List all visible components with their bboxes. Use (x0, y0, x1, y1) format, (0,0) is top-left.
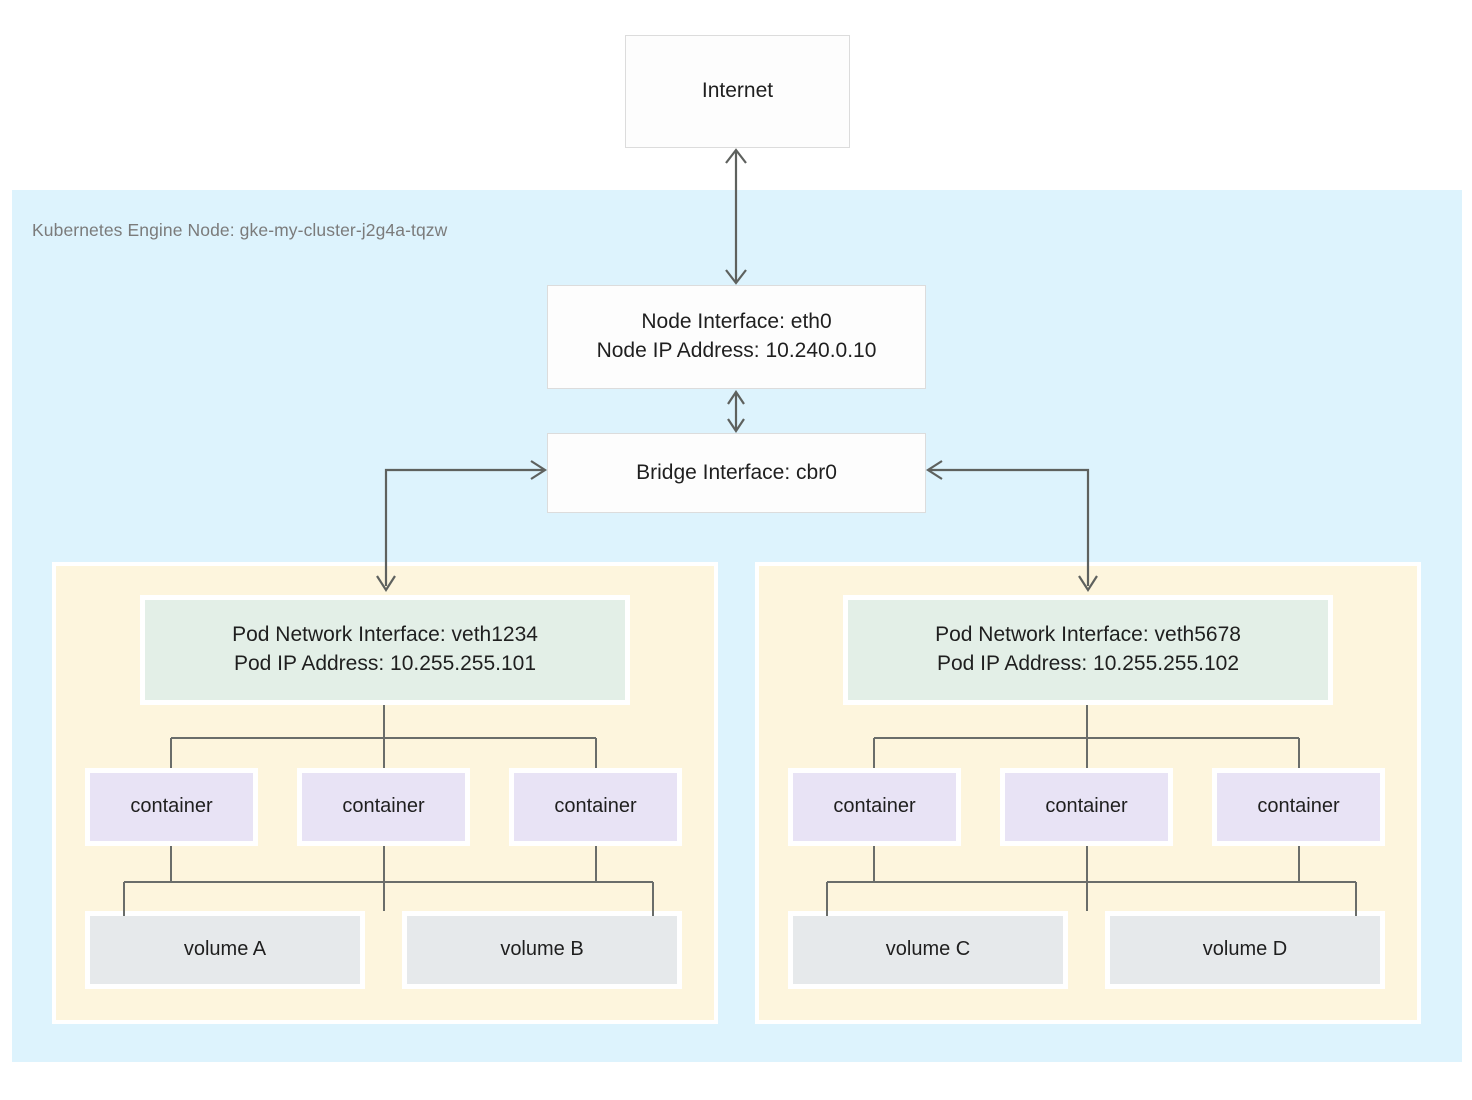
container-box-right-3[interactable]: container (1212, 768, 1385, 846)
container-box-left-3[interactable]: container (509, 768, 682, 846)
node-interface-box[interactable]: Node Interface: eth0 Node IP Address: 10… (547, 285, 926, 389)
internet-label: Internet (701, 79, 774, 103)
internet-box[interactable]: Internet (625, 35, 850, 148)
volume-box-c[interactable]: volume C (788, 911, 1068, 989)
container-right-3-label: container (1257, 795, 1340, 818)
volume-a-label: volume A (183, 938, 267, 961)
bridge-interface-box[interactable]: Bridge Interface: cbr0 (547, 433, 926, 513)
container-left-3-label: container (554, 795, 637, 818)
volume-box-a[interactable]: volume A (85, 911, 365, 989)
container-box-left-2[interactable]: container (297, 768, 470, 846)
pod-iface-right-line1: Pod Network Interface: veth5678 (935, 623, 1241, 647)
container-right-2-label: container (1045, 795, 1128, 818)
kubernetes-node-label: Kubernetes Engine Node: gke-my-cluster-j… (32, 220, 448, 240)
volume-d-label: volume D (1202, 938, 1288, 961)
container-box-left-1[interactable]: container (85, 768, 258, 846)
container-left-1-label: container (130, 795, 213, 818)
pod-network-interface-left[interactable]: Pod Network Interface: veth1234 Pod IP A… (140, 595, 630, 705)
pod-network-interface-right[interactable]: Pod Network Interface: veth5678 Pod IP A… (843, 595, 1333, 705)
arrowhead-up-internet (725, 148, 747, 164)
volume-b-label: volume B (500, 938, 584, 961)
volume-c-label: volume C (885, 938, 971, 961)
container-box-right-2[interactable]: container (1000, 768, 1173, 846)
node-interface-line1: Node Interface: eth0 (641, 310, 832, 334)
container-box-right-1[interactable]: container (788, 768, 961, 846)
container-right-1-label: container (833, 795, 916, 818)
pod-iface-left-line2: Pod IP Address: 10.255.255.101 (233, 652, 537, 675)
volume-box-d[interactable]: volume D (1105, 911, 1385, 989)
volume-box-b[interactable]: volume B (402, 911, 682, 989)
node-interface-line2: Node IP Address: 10.240.0.10 (596, 339, 877, 362)
container-left-2-label: container (342, 795, 425, 818)
pod-iface-right-line2: Pod IP Address: 10.255.255.102 (936, 652, 1240, 675)
bridge-interface-label: Bridge Interface: cbr0 (636, 460, 837, 484)
pod-iface-left-line1: Pod Network Interface: veth1234 (232, 623, 538, 647)
